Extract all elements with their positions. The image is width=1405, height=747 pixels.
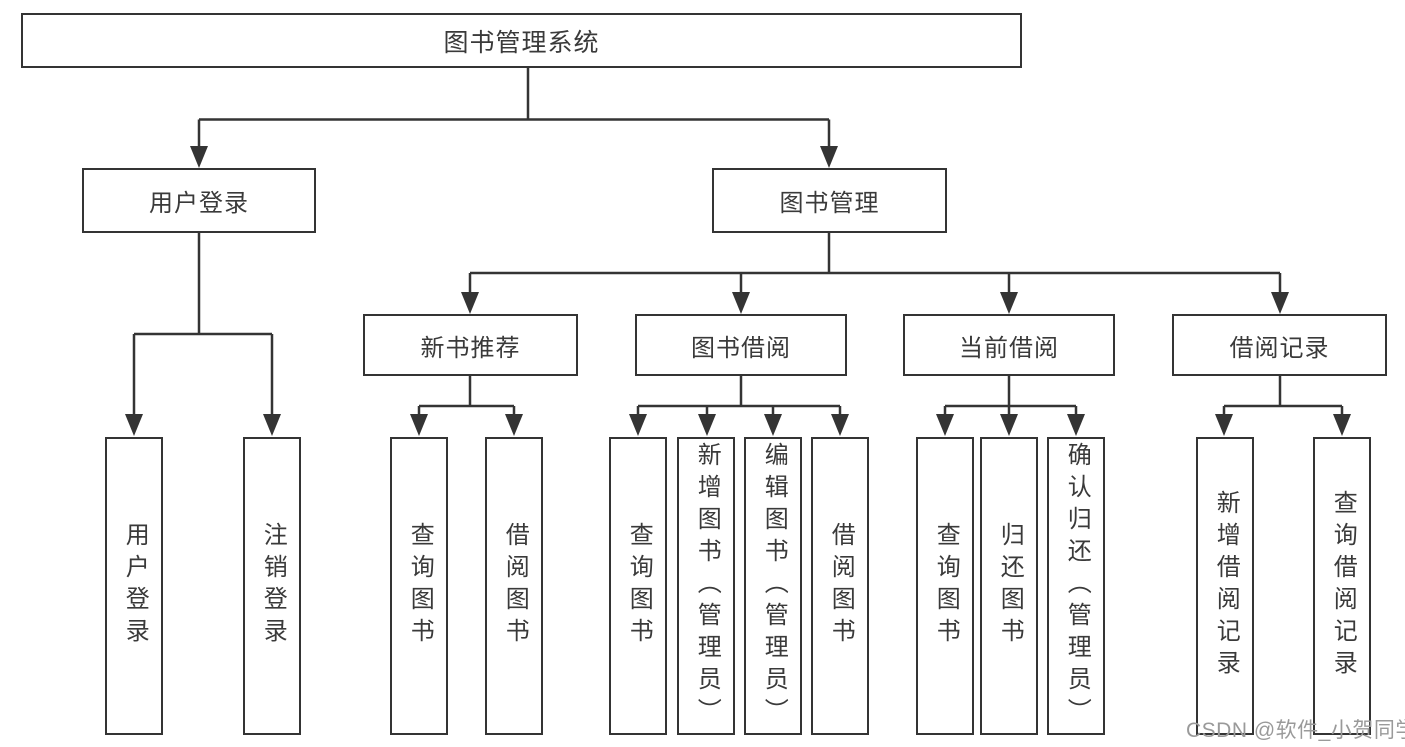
node-label: 图书管理系统: [443, 28, 600, 57]
leaf-query-borrow-record: 查询借阅记录: [1313, 437, 1371, 735]
node-label: 当前借阅: [959, 334, 1059, 362]
node-label: 借阅图书: [501, 522, 529, 650]
node-label: 新增图书（管理员）: [693, 442, 721, 730]
node-book-borrowing: 图书借阅: [635, 314, 847, 376]
node-label: 查询借阅记录: [1329, 490, 1357, 682]
node-label: 图书管理: [779, 190, 880, 217]
leaf-return-books: 归还图书: [980, 437, 1038, 735]
leaf-query-books: 查询图书: [916, 437, 974, 735]
leaf-add-borrow-record: 新增借阅记录: [1196, 437, 1254, 735]
node-label: 借阅记录: [1229, 334, 1330, 362]
node-label: 查询图书: [406, 522, 434, 650]
node-borrowing-records: 借阅记录: [1172, 314, 1387, 376]
node-label: 查询图书: [932, 522, 960, 650]
leaf-edit-book-admin: 编辑图书（管理员）: [744, 437, 802, 735]
node-label: 编辑图书（管理员）: [760, 442, 788, 730]
node-label: 注销登录: [259, 522, 287, 650]
node-label: 图书借阅: [691, 334, 791, 362]
node-new-book-recommend: 新书推荐: [363, 314, 578, 376]
node-label: 归还图书: [996, 522, 1024, 650]
node-label: 查询图书: [625, 522, 653, 650]
node-label: 新增借阅记录: [1212, 490, 1240, 682]
csdn-watermark: CSDN @软件_小贺同学: [1186, 719, 1405, 742]
node-label: 借阅图书: [827, 522, 855, 650]
leaf-query-books: 查询图书: [609, 437, 667, 735]
node-current-borrowing: 当前借阅: [903, 314, 1115, 376]
node-label: 确认归还（管理员）: [1063, 442, 1091, 730]
leaf-query-books: 查询图书: [390, 437, 448, 735]
leaf-confirm-return-admin: 确认归还（管理员）: [1047, 437, 1105, 735]
node-label: 新书推荐: [420, 334, 521, 362]
node-user-login: 用户登录: [82, 168, 316, 233]
leaf-user-login: 用户登录: [105, 437, 163, 735]
node-label: 用户登录: [149, 190, 249, 217]
leaf-borrow-books: 借阅图书: [485, 437, 543, 735]
node-book-management: 图书管理: [712, 168, 947, 233]
node-library-management-system: 图书管理系统: [21, 13, 1022, 68]
leaf-add-book-admin: 新增图书（管理员）: [677, 437, 735, 735]
leaf-logout: 注销登录: [243, 437, 301, 735]
leaf-borrow-books: 借阅图书: [811, 437, 869, 735]
node-label: 用户登录: [121, 522, 149, 650]
